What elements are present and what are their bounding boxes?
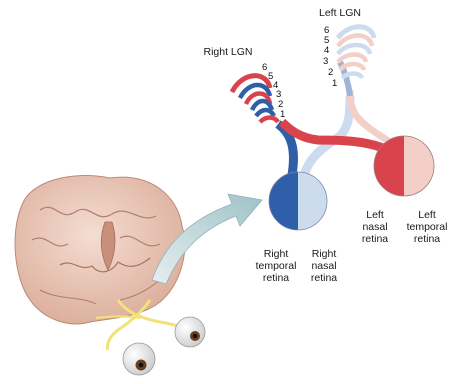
label-line: Left (356, 209, 394, 221)
label-line: Left (402, 209, 452, 221)
left-temporal-retina-label: Left temporal retina (402, 209, 452, 245)
left-nasal-retina-label: Left nasal retina (356, 209, 394, 245)
left-lgn-label: Left LGN (310, 7, 370, 19)
left-retina (374, 136, 434, 196)
brain-illustration (15, 176, 185, 324)
left-lgn-layer-number: 4 (324, 45, 329, 56)
left-eyeball (123, 343, 155, 375)
right-temporal-retina-label: Right temporal retina (252, 248, 300, 284)
label-line: Right (252, 248, 300, 260)
label-line: temporal (402, 221, 452, 233)
label-line: retina (356, 233, 394, 245)
right-nasal-retina-label: Right nasal retina (304, 248, 344, 284)
left-lgn-layer-number: 3 (323, 56, 328, 67)
label-line: nasal (304, 260, 344, 272)
right-retina (269, 172, 327, 230)
right-lgn-layer-number: 1 (280, 109, 285, 120)
label-line: retina (252, 272, 300, 284)
label-line: retina (402, 233, 452, 245)
left-lgn-layer-number: 1 (332, 78, 337, 89)
label-line: retina (304, 272, 344, 284)
left-lgn-layer-number: 2 (328, 67, 333, 78)
right-eyeball (175, 317, 205, 347)
label-line: temporal (252, 260, 300, 272)
label-line: Right (304, 248, 344, 260)
label-line: nasal (356, 221, 394, 233)
right-lgn-shape (232, 76, 278, 122)
right-lgn-label: Right LGN (198, 46, 258, 58)
right-lgn-layer-number: 6 (262, 62, 267, 73)
